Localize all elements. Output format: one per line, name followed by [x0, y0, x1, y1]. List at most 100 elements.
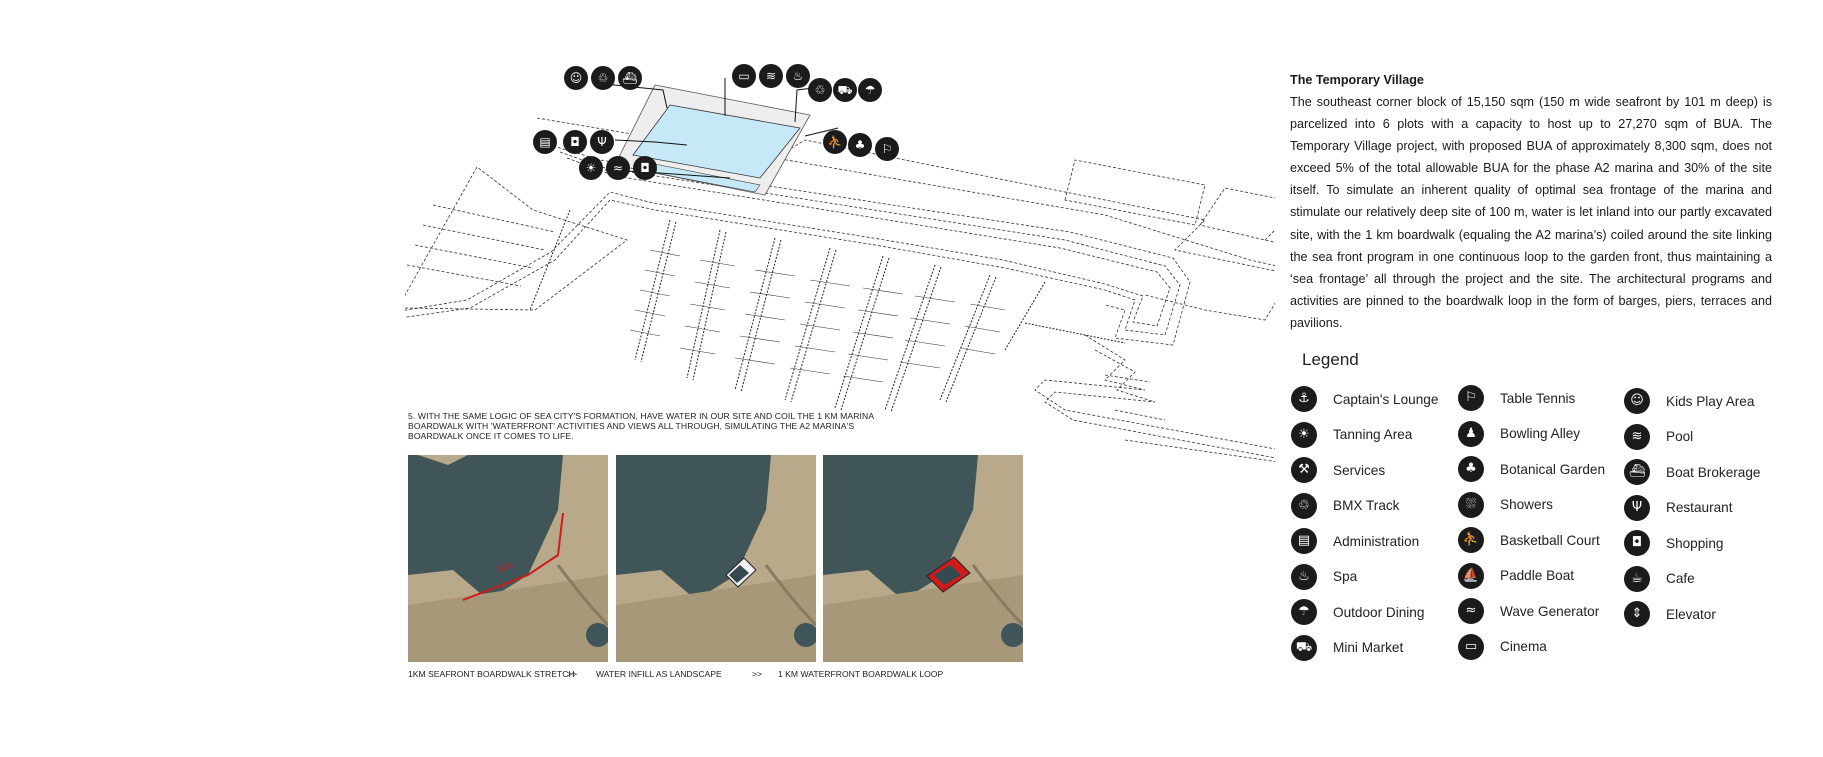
legend-item-label: Administration: [1333, 533, 1420, 549]
description-block: The Temporary Village The southeast corn…: [1290, 73, 1772, 334]
legend-item-label: Table Tennis: [1500, 390, 1576, 406]
sun-icon: ☀: [579, 156, 603, 180]
legend-item: ▤ Administration: [1291, 528, 1419, 554]
aerial-photo-boardwalk-stretch: 1km: [408, 455, 608, 662]
legend-item-label: Restaurant: [1666, 500, 1733, 515]
wave-icon: ≈: [606, 156, 630, 180]
legend-item-label: Kids Play Area: [1666, 393, 1755, 409]
wave-icon: ≈: [1458, 598, 1484, 624]
brokerage-icon: ⛴: [618, 66, 642, 90]
brokerage-icon: ⛴: [1624, 459, 1650, 485]
shopping-icon: ◘: [633, 156, 657, 180]
legend-item: ⚐ Table Tennis: [1458, 385, 1575, 411]
photo-caption-2: WATER INFILL AS LANDSCAPE: [596, 669, 722, 679]
legend-item: ☀ Tanning Area: [1291, 421, 1413, 448]
cinema-icon: ▭: [1458, 633, 1484, 660]
legend-title: Legend: [1302, 350, 1359, 369]
table-tennis-icon: ⚐: [1458, 385, 1484, 411]
legend-item: ♟ Bowling Alley: [1458, 420, 1581, 447]
table-tennis-icon: ⚐: [875, 137, 899, 161]
legend-item: ⛵ Paddle Boat: [1458, 562, 1575, 589]
legend-item-label: Spa: [1333, 569, 1358, 584]
legend-item-label: Basketball Court: [1500, 532, 1600, 548]
legend-item-label: Captain's Lounge: [1333, 391, 1439, 407]
legend-item: ⛟ Mini Market: [1291, 634, 1404, 661]
arrow-separator-2: >>: [752, 669, 763, 679]
legend-item: ⛆ Showers: [1458, 491, 1553, 518]
spa-icon: ♨: [786, 64, 810, 88]
legend-item: ▭ Cinema: [1458, 633, 1547, 660]
basketball-icon: ⛹: [1458, 527, 1484, 553]
legend-item-label: Tanning Area: [1333, 427, 1413, 442]
admin-icon: ▤: [1291, 528, 1317, 554]
cart-icon: ⛟: [1291, 634, 1317, 661]
legend-item-label: Outdoor Dining: [1333, 604, 1425, 620]
legend-item: ⛹ Basketball Court: [1458, 527, 1600, 553]
legend-item: ⚒ Services: [1291, 457, 1385, 483]
pool-icon: ≋: [1624, 423, 1650, 450]
restaurant-icon: Ψ: [590, 130, 614, 154]
legend-item-label: Cafe: [1666, 571, 1695, 586]
section-body: The southeast corner block of 15,150 sqm…: [1290, 95, 1772, 330]
legend-item: ☺ Kids Play Area: [1624, 388, 1754, 414]
legend-item: ◘ Shopping: [1624, 530, 1723, 556]
legend-item-label: Wave Generator: [1500, 603, 1600, 619]
services-icon: ⚒: [1291, 457, 1317, 483]
legend-item: ☕ Cafe: [1624, 565, 1695, 592]
legend-item: ♣ Botanical Garden: [1458, 456, 1605, 482]
section-title: The Temporary Village: [1290, 73, 1424, 87]
axonometric-site-plan: [405, 78, 1275, 462]
bmx-icon: ♲: [808, 78, 832, 102]
legend-item: ♨ Spa: [1291, 563, 1358, 590]
bowling-icon: ♟: [1458, 420, 1484, 447]
arrow-separator-1: >>: [567, 669, 578, 679]
legend-item-label: Cinema: [1500, 639, 1547, 654]
bike-icon: ♲: [1291, 492, 1317, 519]
dining-icon: ☂: [858, 78, 882, 102]
legend-item: ☂ Outdoor Dining: [1291, 599, 1424, 625]
aerial-photo-boardwalk-loop: [823, 455, 1023, 662]
legend-item-label: Botanical Garden: [1500, 461, 1606, 477]
diagram-caption: 5. With the same logic of Sea City's for…: [408, 411, 874, 441]
bike-icon: ♲: [591, 66, 615, 90]
admin-icon: ▤: [533, 130, 557, 154]
legend-item: ⇕ Elevator: [1624, 601, 1716, 627]
legend-item: ≋ Pool: [1624, 423, 1694, 450]
legend-item-label: Shopping: [1666, 535, 1724, 551]
spa-icon: ♨: [1291, 563, 1317, 590]
legend-item-label: Pool: [1666, 429, 1694, 444]
kids-icon: ☺: [1624, 388, 1650, 414]
basketball-icon: ⛹: [823, 130, 847, 154]
legend-item-label: Bowling Alley: [1500, 426, 1581, 441]
cafe-icon: ☕: [1624, 565, 1650, 592]
legend-item-label: Elevator: [1666, 606, 1716, 622]
dining-icon: ☂: [1291, 599, 1317, 625]
cart-icon: ⛟: [833, 78, 857, 102]
plant-icon: ♣: [1458, 456, 1484, 482]
cinema-icon: ▭: [732, 64, 756, 88]
bag-icon: ◘: [563, 130, 587, 154]
legend-item-label: Paddle Boat: [1500, 568, 1575, 583]
legend-item-label: Services: [1333, 462, 1386, 478]
legend-item-label: Showers: [1500, 497, 1553, 512]
kids-icon: ☺: [564, 66, 588, 90]
legend-item: ♲ BMX Track: [1291, 492, 1400, 519]
elevator-icon: ⇕: [1624, 601, 1650, 627]
legend-item: ⛴ Boat Brokerage: [1624, 459, 1760, 485]
sun-icon: ☀: [1291, 421, 1317, 448]
captain-icon: ⚓: [1291, 386, 1317, 412]
shower-icon: ⛆: [1458, 491, 1484, 518]
photo-caption-3: 1 KM WATERFRONT BOARDWALK LOOP: [778, 669, 944, 679]
restaurant-icon: Ψ: [1624, 494, 1650, 521]
pool-icon: ≋: [759, 64, 783, 88]
bag-icon: ◘: [1624, 530, 1650, 556]
photo-caption-1: 1KM SEAFRONT BOARDWALK STRETCH: [408, 669, 575, 679]
legend-item: Ψ Restaurant: [1624, 494, 1733, 521]
legend-item: ≈ Wave Generator: [1458, 598, 1599, 624]
legend-item: ⚓ Captain's Lounge: [1291, 386, 1438, 412]
boat-icon: ⛵: [1458, 562, 1484, 589]
legend-item-label: BMX Track: [1333, 498, 1400, 513]
plant-icon: ♣: [848, 133, 872, 157]
legend-item-label: Mini Market: [1333, 640, 1404, 655]
legend-item-label: Boat Brokerage: [1666, 464, 1761, 480]
